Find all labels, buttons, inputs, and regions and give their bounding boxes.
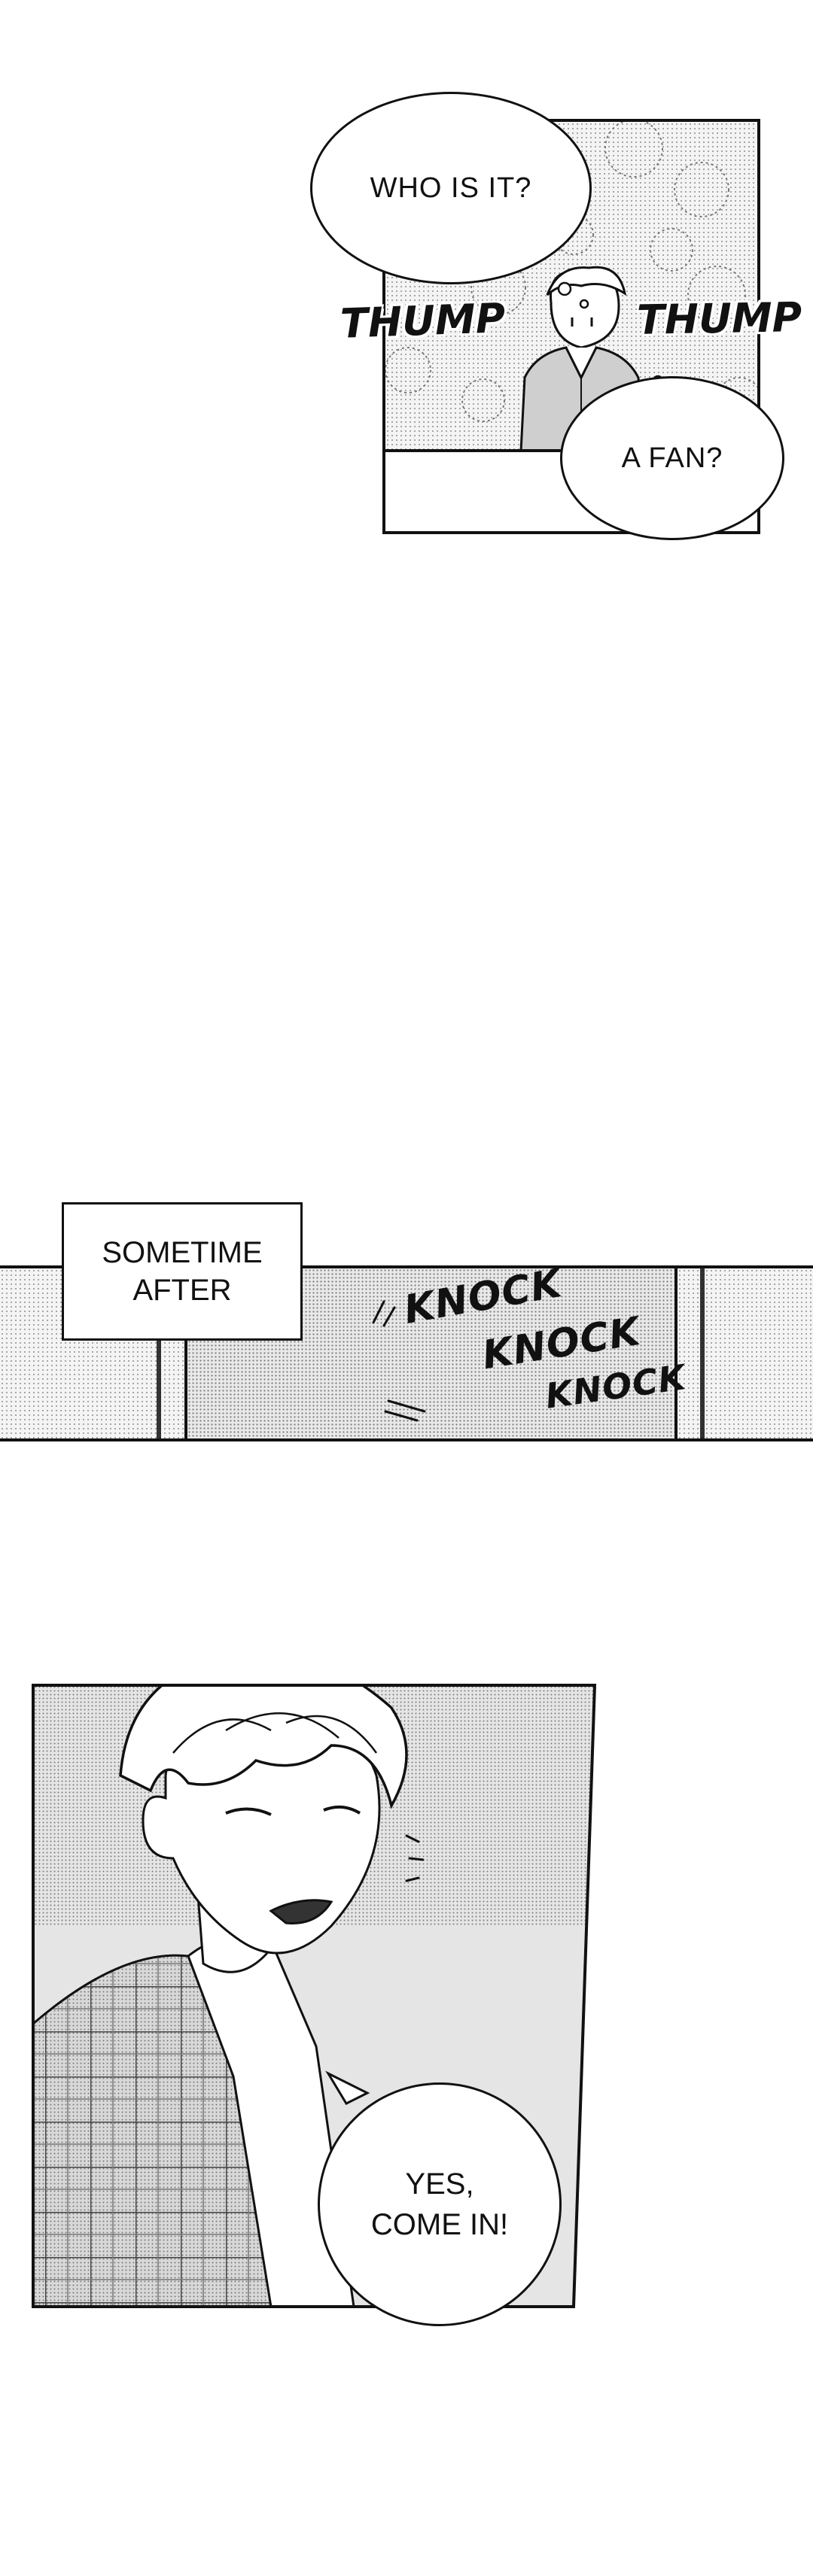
motion-lines <box>372 1300 426 1422</box>
thought-bubble-fan: A FAN? <box>560 376 784 540</box>
hair <box>119 1685 408 1809</box>
caption-box: SOMETIME AFTER <box>62 1202 303 1341</box>
thought-text-who: WHO IS IT? <box>370 172 532 204</box>
panel-3-border <box>32 1684 597 2308</box>
speech-line-2: COME IN! <box>370 2208 509 2241</box>
open-mouth <box>269 1899 333 1924</box>
reaction-lines <box>405 1834 425 1882</box>
speech-bubble-yes: YES, COME IN! <box>318 2082 562 2326</box>
thought-bubble-who: WHO IS IT? <box>310 92 592 284</box>
door-frame-left <box>157 1268 161 1438</box>
caption-line-2: AFTER <box>132 1274 232 1307</box>
door-frame-right <box>700 1268 705 1438</box>
thought-text-fan: A FAN? <box>621 442 723 474</box>
speech-line-1: YES, <box>405 2167 474 2201</box>
speech-tail <box>325 2070 370 2105</box>
caption-line-1: SOMETIME <box>102 1236 263 1269</box>
thought-trail-dots <box>557 281 589 309</box>
